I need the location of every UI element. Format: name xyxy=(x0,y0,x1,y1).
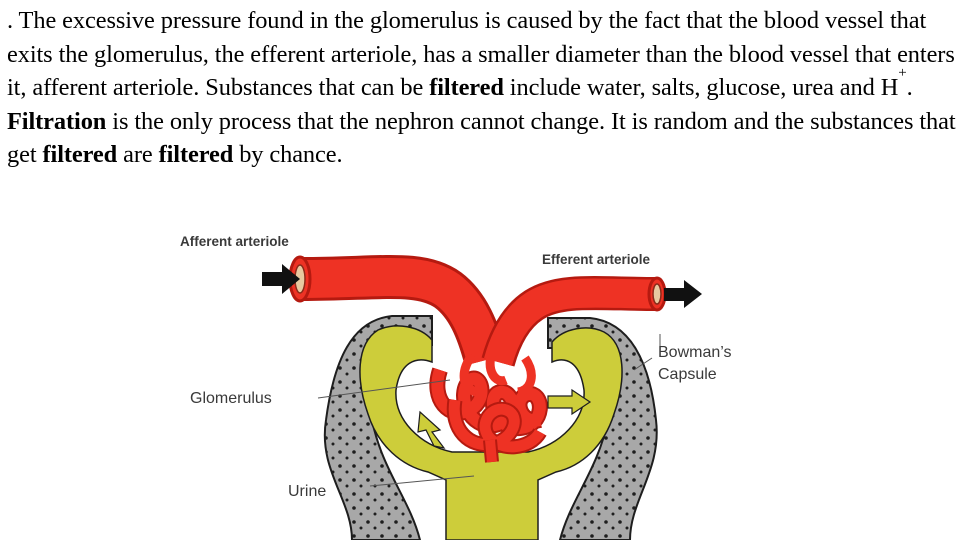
bowmans-label-line1: Bowman’s xyxy=(658,344,732,361)
text-run: include water, salts, glucose, urea and … xyxy=(503,74,899,101)
glomerulus-tuft xyxy=(429,350,548,463)
text-run: by chance. xyxy=(233,141,343,168)
bold-term: filtered xyxy=(42,141,118,168)
urine-pointer xyxy=(369,475,475,487)
bowmans-label-line2: Capsule xyxy=(658,366,717,383)
text-run: . The excessive pressure found in the gl… xyxy=(7,7,955,101)
text-run: are xyxy=(117,141,159,168)
filtrate-space xyxy=(359,325,623,540)
bold-term: filtered xyxy=(429,74,504,101)
superscript: + xyxy=(898,65,907,81)
text-run: . xyxy=(906,74,913,101)
capsule-pointer xyxy=(633,357,653,371)
filtration-arrow xyxy=(547,388,592,416)
bold-term: Filtration xyxy=(7,107,107,135)
glomerulus-label: Glomerulus xyxy=(190,390,272,407)
efferent-label: Efferent arteriole xyxy=(542,252,651,267)
bowmans-capsule-wall xyxy=(323,315,658,540)
body-paragraph: . The excessive pressure found in the gl… xyxy=(7,4,957,172)
afferent-label: Afferent arteriole xyxy=(180,234,289,249)
bold-term: filtered xyxy=(158,141,234,168)
blood-out-arrow xyxy=(664,280,702,308)
blood-in-arrow xyxy=(262,264,300,294)
urine-label: Urine xyxy=(288,483,326,500)
filtration-arrow xyxy=(417,410,446,449)
text-run: is the only process that the nephron can… xyxy=(7,107,956,169)
glomerulus-pointer xyxy=(317,379,451,399)
